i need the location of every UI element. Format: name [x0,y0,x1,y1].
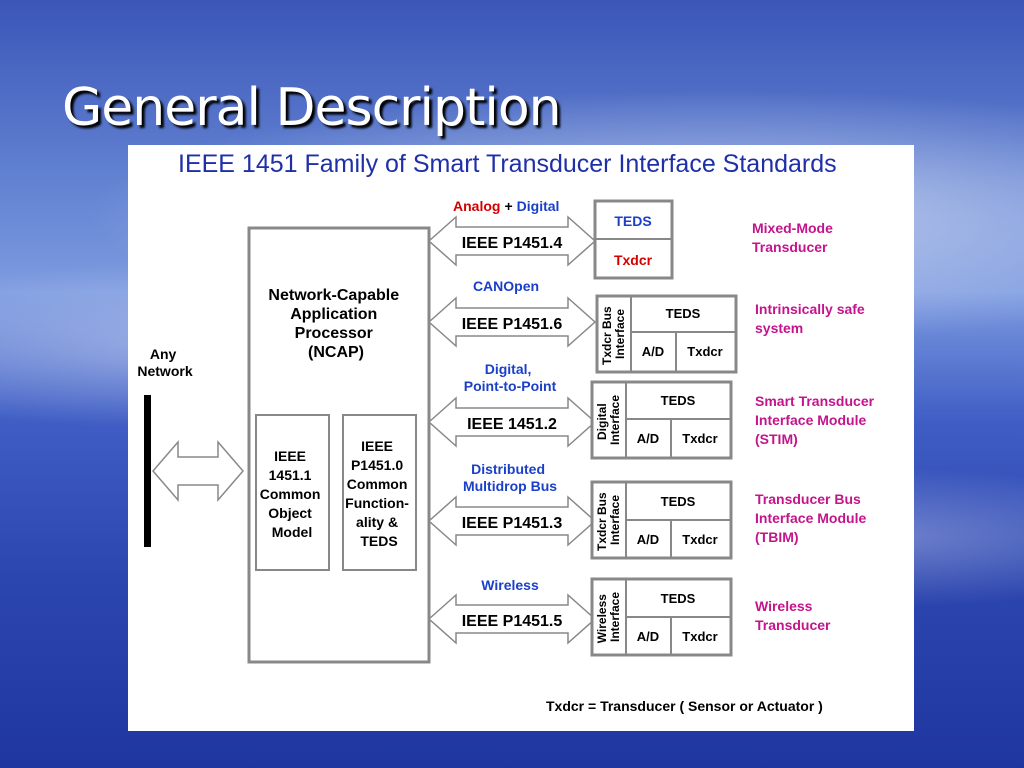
device-label-intrinsically-safe: Intrinsically safe system [755,301,869,336]
arrow-label-p14515: IEEE P1451.5 [462,613,563,630]
ad-label-p14512: A/D [637,431,659,446]
common-functionality-label: IEEE P1451.0 Common Function- ality & TE… [345,438,413,549]
any-network-label: Any Network [137,346,192,379]
teds-label-p14513: TEDS [661,494,696,509]
network-bus-bar [144,395,151,547]
ad-label-p14516: A/D [642,344,664,359]
iface-label-p14516: Txdcr Bus Interface [600,303,627,365]
footnote: Txdcr = Transducer ( Sensor or Actuator … [546,698,823,714]
link-label-point-to-point: Digital, Point-to-Point [464,361,557,394]
teds-label-p14514: TEDS [614,213,651,229]
arrow-label-p14513: IEEE P1451.3 [462,515,563,532]
slide-title: General Description [62,78,562,138]
txdcr-label-p14512: Txdcr [682,431,717,446]
device-label-tbim: Transducer Bus Interface Module (TBIM) [755,491,870,545]
txdcr-label-p14514: Txdcr [614,252,653,268]
network-arrow [152,439,244,503]
iface-label-p14513: Txdcr Bus Interface [595,489,622,551]
object-model-box [255,414,330,571]
txdcr-label-p14516: Txdcr [687,344,722,359]
device-label-wireless: Wireless Transducer [755,598,831,633]
txdcr-label-p14515: Txdcr [682,629,717,644]
device-label-mixed-mode: Mixed-Mode Transducer [752,220,837,255]
link-label-canopen: CANOpen [473,278,539,294]
teds-label-p14516: TEDS [666,306,701,321]
iface-label-p14512: Digital Interface [595,395,622,445]
ad-label-p14515: A/D [637,629,659,644]
txdcr-label-p14513: Txdcr [682,532,717,547]
arrow-label-p14514: IEEE P1451.4 [462,235,563,252]
link-label-analog-digital: Analog+Digital [453,198,559,214]
link-label-wireless: Wireless [481,577,539,593]
link-label-multidrop: Distributed Multidrop Bus [463,461,557,494]
teds-label-p14512: TEDS [661,393,696,408]
module-box-p14516 [595,294,738,374]
iface-label-p14515: Wireless Interface [595,591,622,644]
arrow-label-p14512: IEEE 1451.2 [467,416,557,433]
ncap-label: Network-Capable Application Processor (N… [268,287,403,361]
object-model-label: IEEE 1451.1 Common Object Model [260,448,325,540]
device-label-stim: Smart Transducer Interface Module (STIM) [755,393,878,447]
diagram-panel: IEEE 1451 Family of Smart Transducer Int… [128,145,914,731]
common-functionality-box [342,414,417,571]
ad-label-p14513: A/D [637,532,659,547]
teds-label-p14515: TEDS [661,591,696,606]
arrow-p14516 [427,296,597,348]
diagram-title: IEEE 1451 Family of Smart Transducer Int… [178,150,837,178]
arrow-label-p14516: IEEE P1451.6 [462,316,563,333]
standards-diagram: IEEE 1451 Family of Smart Transducer Int… [137,150,878,714]
